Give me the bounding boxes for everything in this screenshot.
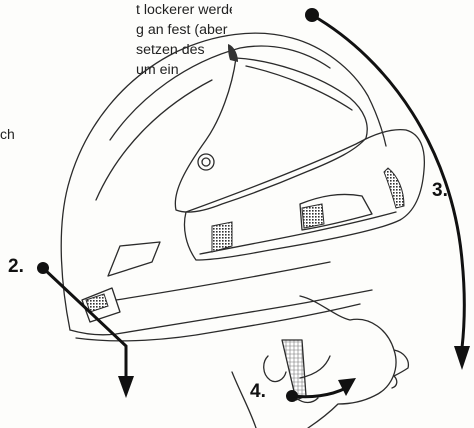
step2-arrow (43, 268, 126, 384)
step4-arrowhead (338, 378, 356, 396)
helmet-shell (61, 33, 386, 330)
head-outline (300, 296, 396, 428)
step-label-4: 4. (250, 381, 266, 403)
helmet-visor (175, 58, 367, 212)
step3-arrowhead (454, 346, 470, 370)
step-label-2: 2. (8, 256, 24, 278)
vent (384, 168, 404, 208)
nose-mouth-outline (392, 350, 408, 388)
vent (302, 204, 324, 228)
adjust-knob (198, 154, 214, 170)
vent (228, 44, 238, 62)
step-label-3: 3. (432, 180, 448, 202)
ear-outline (264, 356, 286, 382)
vent (212, 222, 232, 252)
step2-arrowhead (118, 376, 134, 398)
